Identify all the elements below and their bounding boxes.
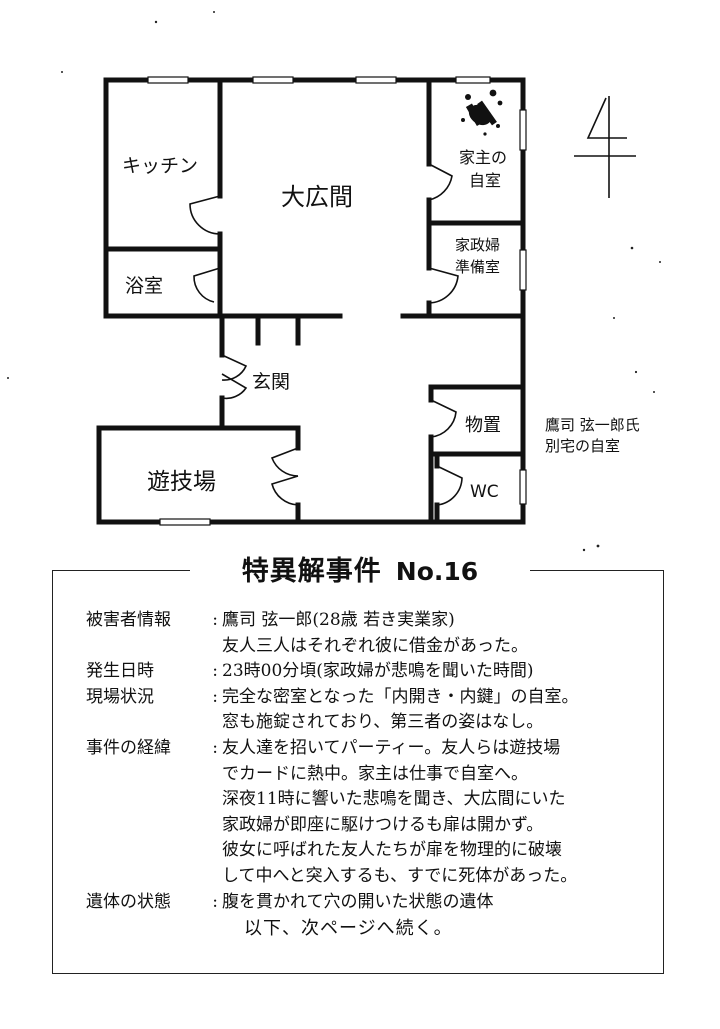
info-label-text: 遺体の状態 [86,891,171,912]
room-master-2: 自室 [469,171,501,190]
info-row-value: して中へと突入するも、すでに死体があった。 [222,865,578,886]
info-row-label: 発生日時: [86,659,222,685]
room-kitchen: キッチン [122,155,198,177]
caption-line-1: 鷹司 弦一郎氏 [545,416,640,434]
body-mark-icon [461,89,503,136]
info-row: 被害者情報:鷹司 弦一郎(28歳 若き実業家) [86,608,666,634]
case-number: No.16 [395,557,479,586]
info-row-label [86,762,222,788]
room-storage: 物置 [465,415,501,436]
floor-plan-doors [189,163,463,506]
info-row: でカードに熱中。家主は仕事で自室へ。 [86,762,666,788]
info-row: して中へと突入するも、すでに死体があった。 [86,864,666,890]
info-label-text: 発生日時 [86,661,154,682]
room-master-1: 家主の [459,148,507,167]
info-row: 彼女に呼ばれた友人たちが扉を物理的に破壊 [86,838,666,864]
floor-plan-walls [96,77,526,525]
info-row: 発生日時:23時00分頃(家政婦が悲鳴を聞いた時間) [86,659,666,685]
info-row-label [86,813,222,839]
info-row: 事件の経緯:友人達を招いてパーティー。友人らは遊技場 [86,736,666,762]
info-row-label [86,838,222,864]
info-row-label: 被害者情報: [86,608,222,634]
info-row-label: 現場状況: [86,685,222,711]
info-row-label [86,787,222,813]
info-row-value: 腹を貫かれて穴の開いた状態の遺体 [222,891,494,912]
room-maid-1: 家政婦 [455,236,500,254]
floor-plan: キッチン 大広間 家主の 自室 家政婦 準備室 浴室 玄関 物置 WC 遊技場 [7,11,661,552]
info-row-label: 事件の経緯: [86,736,222,762]
info-row-value: 家政婦が即座に駆けつけるも扉は開かず。 [222,814,544,835]
room-maid-2: 準備室 [455,258,500,276]
info-row-label: 遺体の状態: [86,890,222,916]
case-info-rows: 被害者情報:鷹司 弦一郎(28歳 若き実業家)友人三人はそれぞれ彼に借金があった… [86,608,666,915]
floor-plan-windows [147,76,527,526]
info-row: 深夜11時に響いた悲鳴を聞き、大広間にいた [86,787,666,813]
info-row: 遺体の状態:腹を貫かれて穴の開いた状態の遺体 [86,890,666,916]
info-row-value: 彼女に呼ばれた友人たちが扉を物理的に破壊 [222,840,562,861]
info-row: 家政婦が即座に駆けつけるも扉は開かず。 [86,813,666,839]
info-label-text: 事件の経緯 [86,737,171,758]
north-compass-icon [574,96,636,198]
room-labels: キッチン 大広間 家主の 自室 家政婦 準備室 浴室 玄関 物置 WC 遊技場 [122,148,507,502]
room-entrance: 玄関 [252,371,290,393]
room-wc: WC [470,482,499,502]
info-label-text: 被害者情報 [86,610,171,630]
room-game: 遊技場 [147,469,216,495]
continued-note: 以下、次ページへ続く。 [244,918,453,939]
info-row: 窓も施錠されており、第三者の姿はなし。 [86,710,666,736]
info-row-value: 友人三人はそれぞれ彼に借金があった。 [222,635,528,656]
panel-title: 特異解事件 No.16 [190,550,530,594]
caption-line-2: 別宅の自室 [545,437,621,455]
case-title: 特異解事件 [241,556,382,587]
info-row-value: 友人達を招いてパーティー。友人らは遊技場 [222,737,561,758]
info-row-value: 深夜11時に響いた悲鳴を聞き、大広間にいた [222,789,566,810]
room-bath: 浴室 [125,275,163,297]
info-row: 現場状況:完全な密室となった「内開き・内鍵」の自室。 [86,685,666,711]
info-row: 友人三人はそれぞれ彼に借金があった。 [86,634,666,660]
info-row-value: 23時00分頃(家政婦が悲鳴を聞いた時間) [222,661,534,682]
floor-plan-caption: 鷹司 弦一郎氏 別宅の自室 [545,415,640,457]
info-row-value: 完全な密室となった「内開き・内鍵」の自室。 [222,686,579,707]
info-row-value: でカードに熱中。家主は仕事で自室へ。 [222,763,528,784]
info-row-value: 鷹司 弦一郎(28歳 若き実業家) [222,610,455,630]
info-row-label [86,710,222,736]
room-hall: 大広間 [281,183,353,211]
info-row-value: 窓も施錠されており、第三者の姿はなし。 [222,712,544,733]
info-row-label [86,864,222,890]
info-row-label [86,634,222,660]
info-label-text: 現場状況 [86,686,154,707]
paper-specks [7,11,661,552]
